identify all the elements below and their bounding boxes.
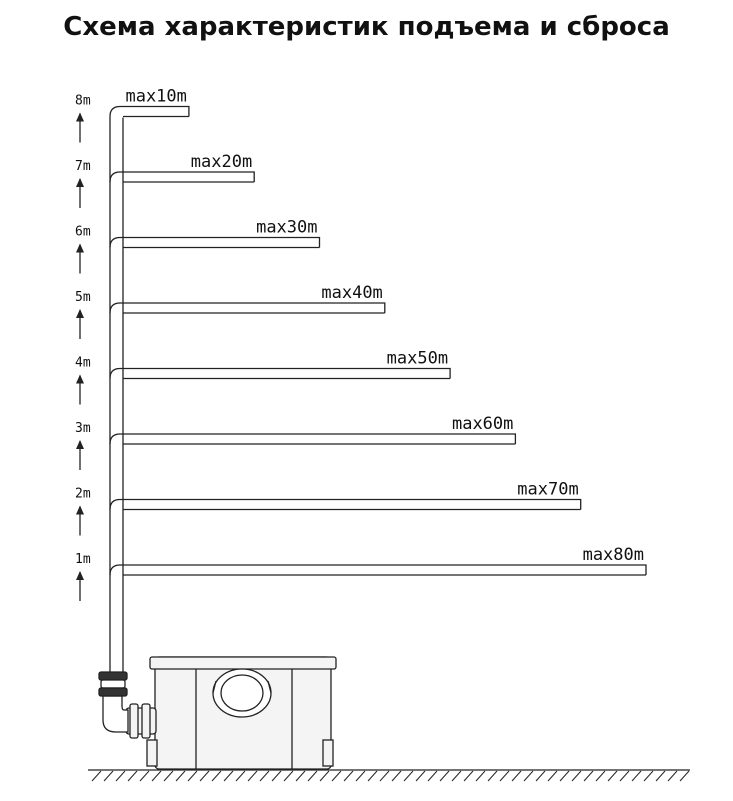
max-distance-label: max30m <box>256 218 317 238</box>
height-mark-label: 1m <box>75 552 91 567</box>
ground-hatch <box>319 770 330 782</box>
discharge-pipe <box>109 105 190 117</box>
ground-hatch <box>295 770 306 782</box>
height-mark-label: 6m <box>75 225 91 240</box>
ground-hatch <box>175 770 186 782</box>
discharge-pipe <box>109 236 321 248</box>
ground-hatch <box>427 770 438 782</box>
ground-hatch <box>643 770 654 782</box>
ground-hatch <box>115 770 126 782</box>
height-mark-label: 7m <box>75 159 91 174</box>
ground-hatch <box>559 770 570 782</box>
ground-hatch <box>463 770 474 782</box>
arrowhead-icon <box>76 178 84 187</box>
ground-hatch <box>223 770 234 782</box>
height-scale: 1m 2m 3m 4m 5m 6m 7m 8m <box>75 94 91 601</box>
discharge-pipe <box>109 171 255 183</box>
arrowhead-icon <box>76 505 84 515</box>
arrowhead-icon <box>76 243 84 253</box>
height-mark-label: 2m <box>75 487 91 502</box>
ground-hatch <box>211 770 222 782</box>
height-mark-label: 8m <box>75 94 91 109</box>
max-labels: max80m max70m max60m max50m max40m max30m max2… <box>125 87 644 566</box>
ground-hatch <box>631 770 642 782</box>
arrowhead-icon <box>76 112 84 122</box>
ground-hatch <box>367 770 378 782</box>
discharge-pipe <box>109 564 647 576</box>
discharge-pipe <box>109 498 582 510</box>
ground-hatch <box>283 770 294 782</box>
height-mark-label: 3m <box>75 421 91 436</box>
pump-unit <box>98 656 337 770</box>
ground-hatch <box>667 770 678 782</box>
ground-hatch <box>139 770 150 782</box>
ground-hatch <box>199 770 210 782</box>
ground-hatch <box>379 770 390 782</box>
discharge-pipes <box>109 105 647 672</box>
max-distance-label: max80m <box>583 545 644 565</box>
max-distance-label: max50m <box>387 349 448 369</box>
ground-hatch <box>391 770 402 782</box>
ground-hatch <box>655 770 666 782</box>
ground-hatch <box>547 770 558 782</box>
discharge-pipe <box>109 433 517 445</box>
height-mark-label: 5m <box>75 290 91 305</box>
ground-hatch <box>127 770 138 782</box>
ground-hatch <box>355 770 366 782</box>
ground-hatch <box>475 770 486 782</box>
ground-hatch <box>511 770 522 782</box>
arrowhead-icon <box>76 571 84 580</box>
ground-hatch <box>235 770 246 782</box>
ground-hatch <box>343 770 354 782</box>
ground-hatch <box>307 770 318 782</box>
ground-hatch <box>247 770 258 782</box>
arrowhead-icon <box>76 374 84 384</box>
ground-hatch <box>487 770 498 782</box>
ground-hatch <box>415 770 426 782</box>
discharge-pipe <box>109 367 451 379</box>
ground-hatch <box>451 770 462 782</box>
arrowhead-icon <box>76 309 84 318</box>
max-distance-label: max10m <box>125 87 186 107</box>
ground-hatch <box>535 770 546 782</box>
ground-hatch <box>259 770 270 782</box>
max-distance-label: max20m <box>191 152 252 172</box>
diagram-title: Схема характеристик подъема и сброса <box>63 12 670 42</box>
height-mark-label: 4m <box>75 356 91 371</box>
ground-hatch <box>499 770 510 782</box>
max-distance-label: max40m <box>321 283 382 303</box>
arrowhead-icon <box>76 440 84 449</box>
ground-hatch <box>91 770 102 782</box>
ground-hatch <box>103 770 114 782</box>
ground-hatch <box>331 770 342 782</box>
ground-hatch <box>187 770 198 782</box>
discharge-pipe <box>109 302 386 314</box>
ground-hatch <box>439 770 450 782</box>
ground-hatch <box>619 770 630 782</box>
ground-hatch <box>607 770 618 782</box>
ground-hatch <box>163 770 174 782</box>
ground <box>88 769 690 782</box>
ground-hatch <box>151 770 162 782</box>
ground-hatch <box>403 770 414 782</box>
ground-hatch <box>583 770 594 782</box>
max-distance-label: max60m <box>452 414 513 434</box>
ground-hatch <box>595 770 606 782</box>
ground-hatch <box>523 770 534 782</box>
max-distance-label: max70m <box>517 480 578 500</box>
ground-hatch <box>271 770 282 782</box>
ground-hatch <box>571 770 582 782</box>
ground-hatch <box>679 770 690 782</box>
